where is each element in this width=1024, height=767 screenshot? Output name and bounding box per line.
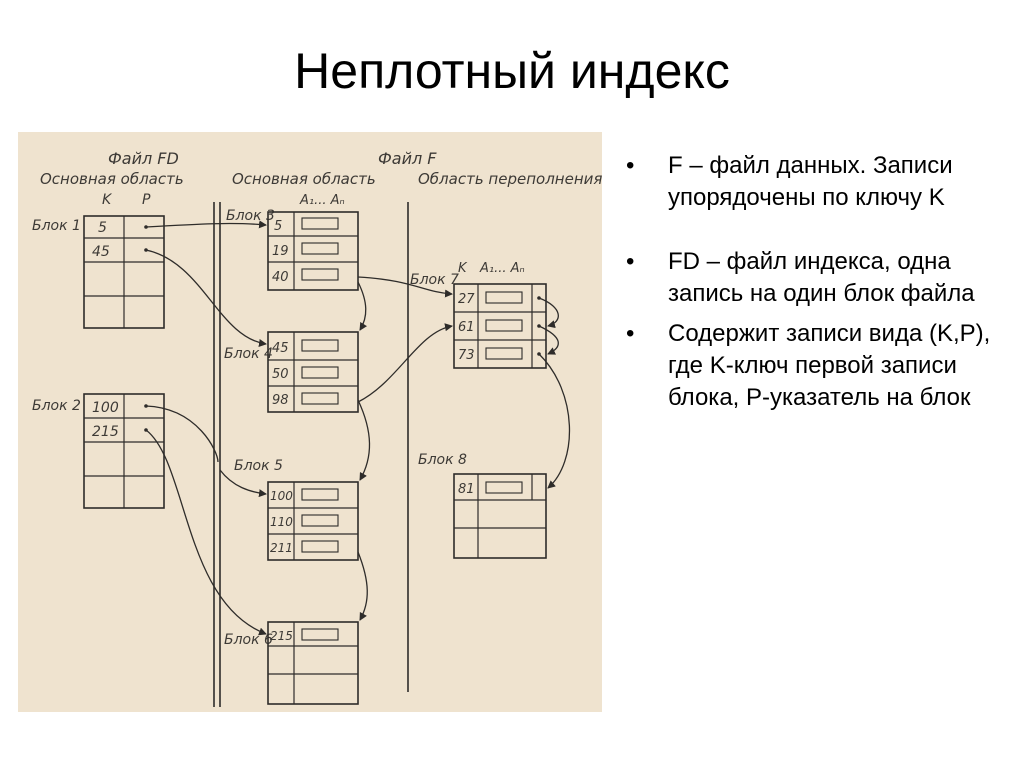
record-key: 27 bbox=[458, 292, 475, 307]
bullet-text: FD – файл индекса, одна запись на один б… bbox=[668, 248, 975, 307]
pointer-arrows bbox=[145, 220, 571, 636]
record-key: 45 bbox=[272, 341, 289, 356]
bullet-item: • F – файл данных. Записи упорядочены по… bbox=[626, 150, 1006, 214]
header-f: Файл F bbox=[378, 149, 437, 168]
index-key: 5 bbox=[98, 220, 107, 236]
data-block-4: 45 50 98 bbox=[267, 331, 359, 413]
record-key: 211 bbox=[270, 541, 293, 555]
label-block-4: Блок 4 bbox=[224, 346, 273, 362]
bullet-item: • FD – файл индекса, одна запись на один… bbox=[626, 246, 1006, 310]
record-key: 61 bbox=[458, 320, 475, 335]
header-fd: Файл FD bbox=[108, 149, 179, 168]
index-block-1: 5 45 bbox=[83, 215, 165, 329]
record-key: 215 bbox=[270, 629, 293, 643]
bullet-text: F – файл данных. Записи упорядочены по к… bbox=[668, 152, 953, 211]
slide-title: Неплотный индекс bbox=[294, 43, 730, 99]
overflow-block-8: 81 bbox=[453, 473, 547, 559]
data-block-6: 215 bbox=[267, 621, 359, 705]
data-block-5: 100 110 211 bbox=[267, 481, 359, 561]
bullet-text: Содержит записи вида (K,P), где K-ключ п… bbox=[668, 320, 991, 411]
record-key: 73 bbox=[458, 348, 475, 363]
index-diagram-svg: Файл FD Основная область Файл F Основная… bbox=[32, 149, 602, 707]
label-block-7: Блок 7 bbox=[410, 272, 459, 288]
data-col-a: A₁... Aₙ bbox=[299, 193, 345, 208]
index-col-p: P bbox=[142, 192, 151, 208]
bullet-list: • F – файл данных. Записи упорядочены по… bbox=[626, 150, 1006, 414]
label-block-8: Блок 8 bbox=[418, 452, 467, 468]
record-key: 19 bbox=[272, 244, 289, 259]
index-block-2: 100 215 bbox=[83, 393, 165, 509]
header-f-overflow: Область переполнения bbox=[418, 170, 602, 188]
label-block-3: Блок 3 bbox=[226, 208, 275, 224]
overflow-col-k: K bbox=[458, 261, 468, 276]
record-key: 81 bbox=[458, 482, 475, 497]
label-block-5: Блок 5 bbox=[234, 458, 283, 474]
overflow-col-a: A₁... Aₙ bbox=[479, 261, 525, 276]
label-block-2: Блок 2 bbox=[32, 398, 81, 414]
index-key: 45 bbox=[92, 244, 110, 260]
index-key: 100 bbox=[92, 400, 119, 416]
overflow-block-7: 27 61 73 bbox=[453, 283, 547, 369]
record-key: 100 bbox=[270, 489, 293, 503]
record-key: 98 bbox=[272, 393, 289, 408]
bullet-item: • Содержит записи вида (K,P), где K-ключ… bbox=[626, 318, 1006, 414]
bullet-marker: • bbox=[626, 152, 635, 179]
index-diagram: Файл FD Основная область Файл F Основная… bbox=[18, 132, 602, 712]
record-key: 110 bbox=[270, 515, 293, 529]
index-col-k: K bbox=[102, 192, 113, 208]
bullet-marker: • bbox=[626, 248, 635, 275]
bullet-marker: • bbox=[626, 320, 635, 347]
record-key: 50 bbox=[272, 367, 289, 382]
header-fd-area: Основная область bbox=[40, 170, 184, 188]
label-block-1: Блок 1 bbox=[32, 218, 81, 234]
record-key: 5 bbox=[274, 219, 282, 234]
record-key: 40 bbox=[272, 270, 289, 285]
data-block-3: 5 19 40 bbox=[267, 211, 359, 291]
index-key: 215 bbox=[92, 424, 119, 440]
header-f-main: Основная область bbox=[232, 170, 376, 188]
label-block-6: Блок 6 bbox=[224, 632, 273, 648]
